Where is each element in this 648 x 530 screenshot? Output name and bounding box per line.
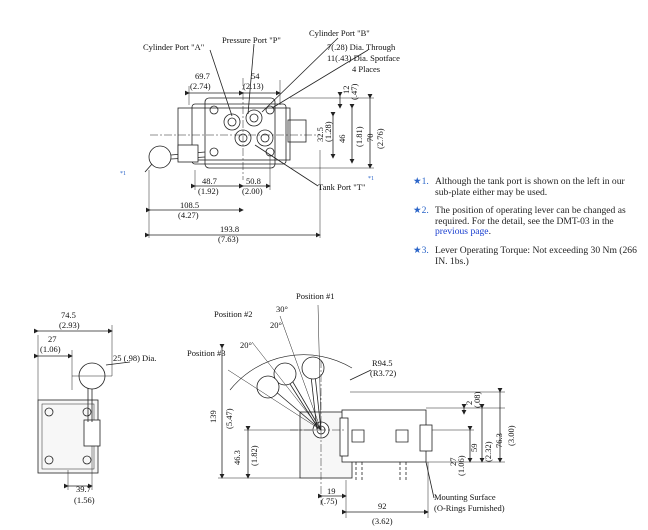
dim-19-in: (.75) bbox=[321, 496, 337, 506]
position-3-label: Position #3 bbox=[187, 348, 226, 358]
dim-54: 54 bbox=[251, 71, 260, 81]
front-view-text: Position #1 Position #2 Position #3 30° … bbox=[187, 291, 516, 526]
dim-59-in: (2.32) bbox=[483, 441, 493, 462]
cyl-a-label: Cylinder Port "A" bbox=[143, 42, 204, 52]
dim-32-5: 32.5 bbox=[315, 127, 325, 142]
dim-70: 70 bbox=[365, 134, 375, 143]
note-1-marker: ★1. bbox=[413, 176, 429, 187]
tank-t-mark: *1 bbox=[368, 176, 374, 182]
dim-27-in: (1.06) bbox=[40, 344, 61, 354]
dim-69-7: 69.7 bbox=[195, 71, 210, 81]
dim-27b-in: (1.06) bbox=[456, 455, 466, 476]
dim-12-in: (.47) bbox=[349, 84, 359, 100]
hole-places-label: 4 Places bbox=[352, 64, 380, 74]
side-mark: *1 bbox=[120, 171, 126, 177]
dim-39-7: 39.7 bbox=[76, 484, 91, 494]
note-2-marker: ★2. bbox=[413, 205, 429, 217]
dim-r94-5: R94.5 bbox=[372, 358, 393, 368]
previous-page-link[interactable]: previous page bbox=[435, 226, 489, 238]
note-3-text: Lever Operating Torque: Not exceeding 30… bbox=[435, 244, 637, 267]
side-view bbox=[34, 325, 131, 490]
note-3-marker: ★3. bbox=[413, 244, 429, 256]
hole-through-label: 7(.28) Dia. Through bbox=[327, 42, 396, 52]
note-3: ★3. Lever Operating Torque: Not exceedin… bbox=[413, 244, 641, 267]
dim-46: 46 bbox=[337, 135, 347, 144]
dim-54-in: (2.13) bbox=[243, 81, 264, 91]
note-2-end: . bbox=[488, 226, 491, 238]
dim-r94-5-in: (R3.72) bbox=[370, 368, 396, 378]
orings-label: (O-Rings Furnished) bbox=[434, 503, 505, 513]
dim-27b: 27 bbox=[448, 458, 458, 467]
note-2-text: The position of operating lever can be c… bbox=[435, 205, 626, 227]
position-1-label: Position #1 bbox=[296, 291, 335, 301]
top-view bbox=[144, 37, 374, 238]
pressure-p-label: Pressure Port "P" bbox=[222, 35, 281, 45]
angle-20b: 20° bbox=[240, 340, 252, 350]
dim-69-7-in: (2.74) bbox=[190, 81, 211, 91]
dim-193-8: 193.8 bbox=[220, 224, 239, 234]
dim-2: 2 bbox=[464, 401, 474, 405]
dim-70-in: (2.76) bbox=[375, 128, 385, 149]
dim-25-dia: 25 (.98) Dia. bbox=[113, 353, 156, 363]
dim-108-5: 108.5 bbox=[180, 200, 199, 210]
dim-12: 12 bbox=[341, 86, 351, 95]
dim-19: 19 bbox=[327, 486, 336, 496]
dim-76-3-in: (3.00) bbox=[506, 425, 516, 446]
tank-t-label: Tank Port "T" bbox=[318, 182, 365, 192]
note-1: ★1. Although the tank port is shown on t… bbox=[413, 176, 641, 198]
hole-spotface-label: 11(.43) Dia. Spotface bbox=[327, 53, 400, 63]
dim-59: 59 bbox=[469, 444, 479, 453]
dim-27: 27 bbox=[48, 334, 57, 344]
dim-48-7-in: (1.92) bbox=[198, 186, 219, 196]
dim-74-5: 74.5 bbox=[61, 310, 76, 320]
dim-139: 139 bbox=[208, 410, 218, 423]
dim-46-3: 46.3 bbox=[232, 450, 242, 465]
dim-32-5-in: (1.28) bbox=[323, 121, 333, 142]
dim-2-in: (.08) bbox=[472, 392, 482, 408]
angle-30: 30° bbox=[276, 304, 288, 314]
dim-50-8: 50.8 bbox=[246, 176, 261, 186]
position-2-label: Position #2 bbox=[214, 309, 253, 319]
notes-block: ★1. Although the tank port is shown on t… bbox=[413, 176, 641, 275]
dim-39-7-in: (1.56) bbox=[74, 495, 95, 505]
dim-74-5-in: (2.93) bbox=[59, 320, 80, 330]
dim-92-in: (3.62) bbox=[372, 516, 393, 526]
dim-108-5-in: (4.27) bbox=[178, 210, 199, 220]
note-1-text: Although the tank port is shown on the l… bbox=[435, 176, 625, 198]
dim-46-in: (1.81) bbox=[354, 126, 364, 147]
side-view-text: 74.5 (2.93) 27 (1.06) 25 (.98) Dia. 39.7… bbox=[40, 310, 156, 505]
dim-139-in: (5.47) bbox=[224, 408, 234, 429]
dim-50-8-in: (2.00) bbox=[242, 186, 263, 196]
mounting-surface-label: Mounting Surface bbox=[434, 492, 496, 502]
cyl-b-label: Cylinder Port "B" bbox=[309, 28, 370, 38]
dim-76-3: 76.3 bbox=[494, 433, 504, 448]
front-view bbox=[218, 304, 505, 518]
dim-92: 92 bbox=[378, 501, 387, 511]
dim-193-8-in: (7.63) bbox=[218, 234, 239, 244]
top-view-text: Cylinder Port "A" Pressure Port "P" Cyli… bbox=[120, 28, 400, 244]
note-2: ★2. The position of operating lever can … bbox=[413, 205, 641, 238]
angle-20a: 20° bbox=[270, 320, 282, 330]
dim-46-3-in: (1.82) bbox=[249, 445, 259, 466]
dim-48-7: 48.7 bbox=[202, 176, 217, 186]
